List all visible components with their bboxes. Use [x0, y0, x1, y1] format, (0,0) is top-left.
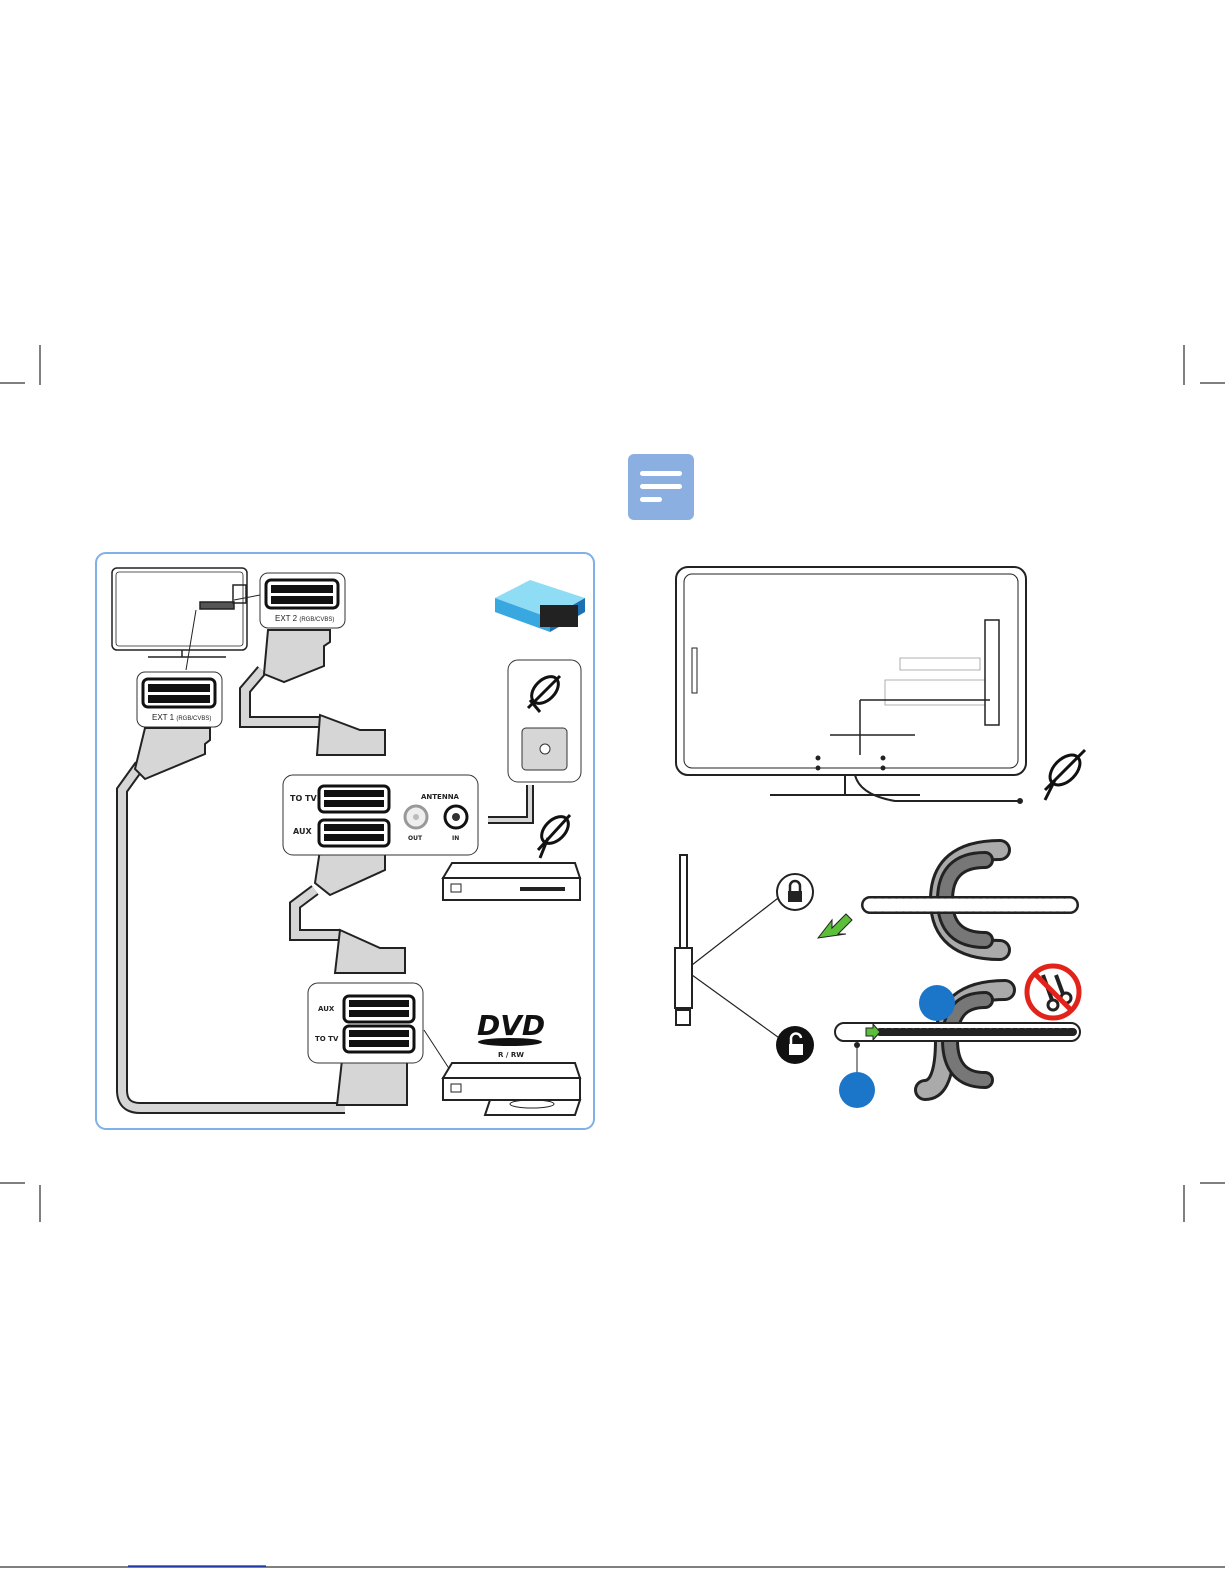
- ext1-sub: (RGB/CVBS): [176, 716, 211, 722]
- dvd-logo-sub: R / RW: [498, 1051, 524, 1059]
- receiver-to-tv-label: TO TV: [290, 794, 318, 803]
- scart-cables: [116, 666, 534, 1114]
- antenna-label: ANTENNA: [421, 793, 460, 801]
- ext2-port: EXT 2 (RGB/CVBS): [259, 572, 346, 629]
- step-badge-1: [919, 985, 955, 1021]
- cable-bundle-unlocked: [834, 979, 1081, 1101]
- note-lines-icon: [628, 454, 694, 520]
- connection-diagram-frame: [95, 552, 595, 1130]
- cable-bundle-locked: [861, 839, 1079, 961]
- set-top-box-3d-icon: [495, 580, 585, 632]
- tv-back-small: [111, 567, 261, 671]
- cable-clip: [674, 854, 783, 1041]
- recorder-aux-label: AUX: [318, 1005, 335, 1013]
- no-scissors-icon: [1024, 963, 1082, 1021]
- scart-plugs: [133, 629, 408, 1106]
- step-badge-2: [839, 1072, 875, 1108]
- ext2-label: EXT 2: [275, 614, 298, 623]
- satellite-dish-icon: [536, 813, 572, 859]
- dvd-logo-text: DVD: [477, 1009, 545, 1042]
- dvd-recorder: [441, 1062, 582, 1116]
- satellite-receiver: [441, 813, 582, 901]
- satellite-dish-icon: [1043, 748, 1087, 801]
- receiver-panel: TO TV AUX ANTENNA OUT IN: [282, 774, 479, 856]
- satellite-dish-icon: [526, 674, 562, 713]
- receiver-aux-label: AUX: [293, 827, 312, 836]
- dvd-logo: DVD R / RW: [477, 1009, 545, 1059]
- antenna-out-label: OUT: [408, 835, 423, 842]
- ext1-label: EXT 1: [152, 713, 175, 722]
- svg-text:EXT 2 (RGB/CVBS): EXT 2 (RGB/CVBS): [275, 614, 334, 623]
- ext1-port: EXT 1 (RGB/CVBS): [136, 671, 223, 728]
- green-arrow-push-icon: [865, 1022, 881, 1042]
- svg-text:EXT 1 (RGB/CVBS): EXT 1 (RGB/CVBS): [152, 713, 211, 722]
- antenna-wall-socket: [507, 659, 582, 783]
- recorder-panel: AUX TO TV: [307, 982, 451, 1071]
- recorder-to-tv-label: TO TV: [315, 1035, 339, 1043]
- unlock-icon[interactable]: [776, 1026, 814, 1064]
- green-arrow-pull-icon: [816, 913, 853, 939]
- antenna-in-label: IN: [452, 835, 459, 842]
- lock-icon: [776, 873, 814, 911]
- tv-back-large: [675, 566, 1027, 804]
- ext2-sub: (RGB/CVBS): [299, 617, 334, 623]
- crop-marks: [0, 345, 1225, 1568]
